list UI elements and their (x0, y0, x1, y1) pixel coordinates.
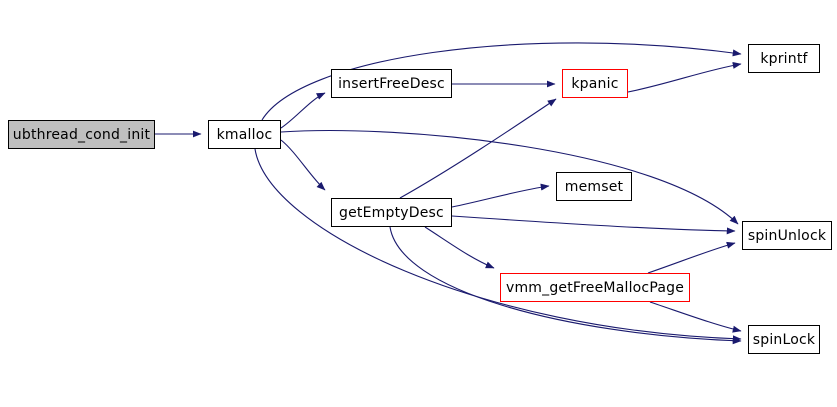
graph-node-label: spinLock (752, 331, 816, 348)
graph-node-label: kmalloc (216, 126, 273, 143)
graph-node-memset[interactable]: memset (556, 172, 632, 201)
graph-node-label: getEmptyDesc (339, 204, 444, 221)
graph-node-label: kpanic (571, 75, 619, 92)
graph-edge-getEmptyDesc-to-memset (451, 183, 550, 208)
graph-node-spinLock[interactable]: spinLock (748, 325, 820, 354)
graph-edge-kmalloc-to-insertFreeDesc (280, 92, 326, 129)
graph-node-ubthread_cond_init[interactable]: ubthread_cond_init (8, 120, 155, 149)
graph-node-label: spinUnlock (747, 227, 827, 244)
graph-edge-getEmptyDesc-to-vmm_getFreeMallocPage (424, 226, 495, 269)
graph-node-label: memset (564, 178, 624, 195)
graph-edge-vmm_getFreeMallocPage-to-spinUnlock (647, 241, 736, 274)
graph-edges (155, 42, 742, 345)
graph-edge-kmalloc-to-spinUnlock (280, 129, 739, 225)
graph-node-label: insertFreeDesc (338, 75, 445, 92)
graph-edge-kpanic-to-kprintf (627, 61, 742, 93)
graph-node-label: kprintf (760, 50, 808, 67)
graph-node-kpanic[interactable]: kpanic (562, 69, 628, 98)
graph-node-kmalloc[interactable]: kmalloc (208, 120, 281, 149)
graph-node-label: vmm_getFreeMallocPage (505, 279, 685, 296)
graph-edge-kmalloc-to-kprintf (261, 42, 742, 121)
graph-edge-kmalloc-to-spinLock (254, 148, 742, 343)
graph-node-label: ubthread_cond_init (12, 126, 151, 143)
graph-node-getEmptyDesc[interactable]: getEmptyDesc (331, 198, 452, 227)
graph-node-spinUnlock[interactable]: spinUnlock (742, 221, 832, 250)
graph-edge-getEmptyDesc-to-kpanic (399, 98, 557, 199)
graph-edge-getEmptyDesc-to-spinLock (389, 226, 742, 345)
graph-node-kprintf[interactable]: kprintf (748, 44, 820, 73)
graph-edge-getEmptyDesc-to-spinUnlock (451, 215, 736, 235)
graph-node-insertFreeDesc[interactable]: insertFreeDesc (331, 69, 452, 98)
graph-edge-vmm_getFreeMallocPage-to-spinLock (649, 301, 742, 333)
graph-edge-kmalloc-to-getEmptyDesc (280, 139, 326, 191)
graph-node-vmm_getFreeMallocPage[interactable]: vmm_getFreeMallocPage (500, 273, 690, 302)
